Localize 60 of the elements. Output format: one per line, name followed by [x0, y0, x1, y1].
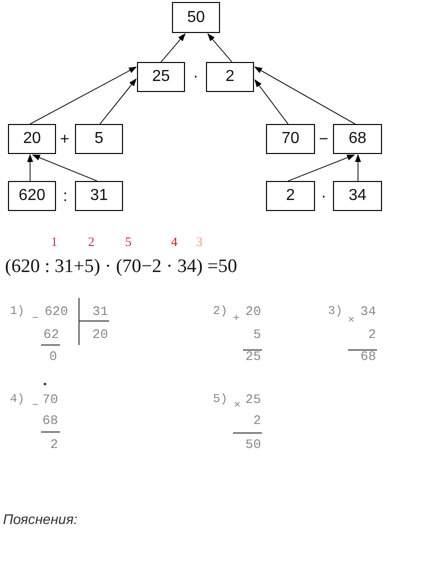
operator-sign: − [319, 131, 328, 149]
number-box: 2 [266, 181, 315, 211]
column-number: 0 [49, 349, 57, 364]
operation-sign: − [32, 313, 39, 325]
column-number: 620 [44, 304, 68, 319]
number-box: 2 [206, 62, 254, 92]
column-number: 2 [368, 327, 376, 342]
heading: Пояснения: [3, 511, 78, 527]
column-number: 20 [245, 304, 261, 319]
column-number: 62 [43, 327, 59, 342]
arrow [160, 33, 186, 62]
number-box: 34 [333, 181, 382, 211]
expression: (620 : 31+5) · (70−2 · 34) =50 [5, 256, 238, 278]
arrow [254, 79, 288, 124]
column-number: 20 [92, 327, 108, 342]
column-number: 25 [245, 349, 261, 364]
number-box: 25 [137, 62, 185, 92]
step-number: 1 [51, 234, 58, 250]
step-label: 5) [213, 392, 228, 406]
step-label: 4) [10, 392, 24, 406]
column-number: 2 [50, 437, 58, 452]
operation-sign: − [32, 400, 39, 412]
column-number: 5 [253, 327, 261, 342]
number-box: 68 [333, 124, 382, 154]
number-box: 620 [8, 181, 56, 211]
arrow [288, 154, 355, 182]
arrow [355, 154, 361, 182]
column-number: 25 [245, 392, 261, 407]
number-box: 5 [75, 124, 123, 154]
column-number: 68 [360, 349, 376, 364]
column-number: 50 [245, 437, 261, 452]
step-number: 3 [196, 234, 202, 250]
operator-sign: · [321, 188, 326, 206]
arrow [30, 66, 137, 124]
column-number: 31 [92, 304, 108, 319]
operator-sign: : [63, 188, 68, 206]
step-number: 5 [125, 234, 132, 250]
column-number: 34 [360, 304, 376, 319]
number-box: 20 [8, 124, 56, 154]
arrow [100, 78, 137, 124]
step-number: 2 [88, 234, 94, 250]
operation-sign: × [348, 315, 355, 327]
operation-sign: × [234, 400, 241, 412]
operator-sign: + [60, 131, 70, 149]
column-number: 2 [253, 413, 261, 428]
arrow [207, 33, 232, 62]
arrow [27, 154, 34, 182]
number-box: 70 [266, 124, 315, 154]
step-label: 1) [10, 304, 24, 318]
step-number: 4 [171, 234, 178, 250]
number-box: 31 [75, 181, 123, 211]
operation-sign: + [233, 313, 240, 325]
step-label: 2) [213, 304, 228, 318]
number-box: 50 [172, 2, 220, 33]
column-number: 68 [42, 413, 58, 428]
column-number: 70 [42, 392, 58, 407]
arrow [254, 66, 356, 124]
step-label: 3) [328, 304, 342, 318]
operator-sign: · [193, 68, 198, 86]
arrow [32, 154, 98, 182]
